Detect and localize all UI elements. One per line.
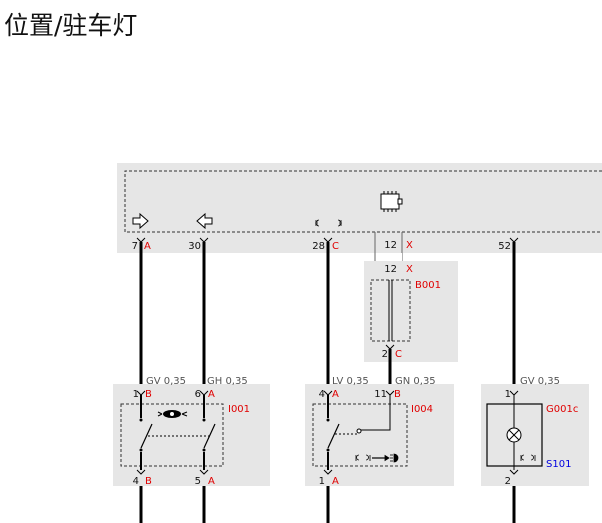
component-id: G001c [546,404,578,415]
light-switch-icon [157,410,188,418]
control-unit-panel [117,163,602,253]
pin-number: 12 [384,264,397,275]
control-unit[interactable]: 7 A 30 28 C 12 X 52 [117,163,602,253]
switch-contact [202,448,206,452]
component-id: I004 [411,404,433,415]
pin-number: 28 [312,241,325,252]
page-title: 位置/驻车灯 [4,11,138,40]
component-b001[interactable]: 12 X B001 2 C [364,261,458,362]
switch-blade [327,423,340,449]
connector-mark [323,469,333,475]
switch-blade [140,423,153,449]
component-i004[interactable]: LV 0,35 GN 0,35 4 A 11 B I004 1 A [305,376,454,487]
pin-number: 5 [195,476,201,487]
pin-letter: A [208,476,215,487]
pin-number: 7 [132,241,138,252]
pin-letter: A [144,241,151,252]
parking-light-to-lamp-icon [355,453,399,463]
connector-mark [136,469,146,475]
component-i001[interactable]: GV 0,35 GH 0,35 1 B 6 A I001 [113,376,270,487]
pin-number: 4 [319,389,325,400]
component-g001c[interactable]: GV 0,35 1 G001c S101 2 [481,376,589,487]
switch-contact [139,448,143,452]
wire-code: GN 0,35 [395,376,436,387]
wire-code: GV 0,35 [146,376,186,387]
turn-right-arrow-icon [132,212,149,230]
switch-contact [139,418,143,422]
control-module-chip-icon [380,191,403,212]
i001-outline [120,403,224,467]
pin-number: 1 [505,389,511,400]
pin-letter: A [332,476,339,487]
pin-letter: B [145,476,152,487]
pin-letter: X [406,240,413,251]
pin-number: 2 [505,476,511,487]
component-id: B001 [415,280,441,291]
i004-inner-wire [360,395,391,431]
switch-contact [202,418,206,422]
lamp-icon [506,427,522,443]
switch-contact [326,418,330,422]
parking-light-icon [520,454,536,461]
component-id: I001 [228,404,250,415]
pin-number: 2 [382,349,388,360]
g001c-panel [481,384,589,486]
turn-left-arrow-icon [196,212,213,230]
pin-number: 11 [374,389,387,400]
pin-number: 4 [133,476,139,487]
pin-number: 1 [319,476,325,487]
pin-letter: X [406,264,413,275]
connector-mark [199,469,209,475]
pin-letter: C [395,349,402,360]
control-unit-outline [124,170,602,233]
switch-gap [325,416,341,454]
switch-gap [201,416,217,454]
pin-12-cutout [376,253,402,261]
pin-number: 1 [133,389,139,400]
b001-panel [364,261,458,362]
pin-letter: A [332,389,339,400]
reference-link[interactable]: S101 [546,459,571,470]
pin-letter: B [394,389,401,400]
wire-code: LV 0,35 [332,376,369,387]
pin-number: 6 [195,389,201,400]
pin-number: 30 [188,241,201,252]
switch-contact [326,448,330,452]
pin-letter: A [208,389,215,400]
switch-gap [138,416,154,454]
pin-number: 52 [498,241,511,252]
i004-outline [312,403,408,467]
wire-code: GV 0,35 [520,376,560,387]
parking-light-icon [315,219,342,227]
connector-mark [509,469,519,475]
pin-letter: B [145,389,152,400]
switch-contact [356,428,362,434]
pin-letter: C [332,241,339,252]
wire-code: GH 0,35 [207,376,248,387]
pin-number: 12 [384,240,397,251]
